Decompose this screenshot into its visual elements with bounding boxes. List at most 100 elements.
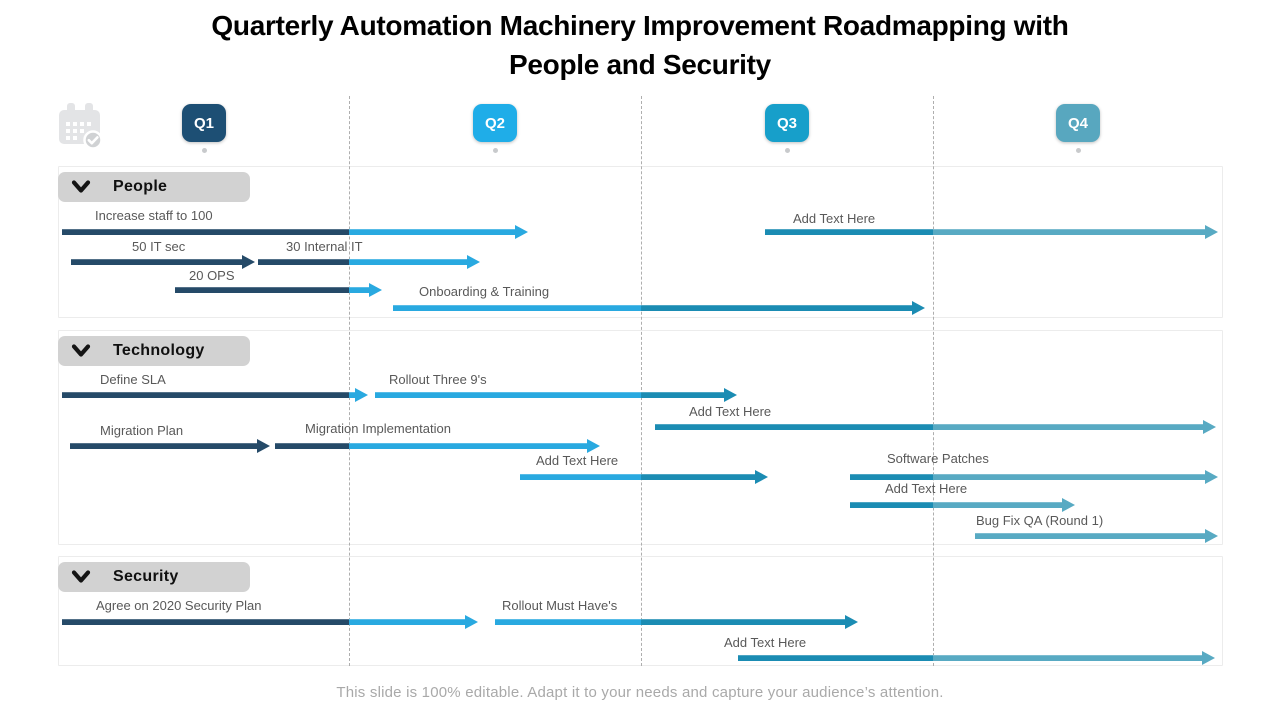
task-arrow [375,388,737,402]
task-arrow [62,388,368,402]
task-label: Agree on 2020 Security Plan [96,598,262,613]
quarter-tick-dot [202,148,207,153]
section-header-security[interactable]: Security [58,562,250,592]
task-arrow [70,439,270,453]
section-title: Technology [113,342,205,359]
arrow-segment [933,502,1063,508]
arrowhead-icon [587,439,600,453]
arrow-segment [641,474,756,480]
arrow-segment [933,424,1204,430]
arrow-segment [349,259,468,265]
arrowhead-icon [1202,651,1215,665]
arrowhead-icon [257,439,270,453]
arrowhead-icon [724,388,737,402]
arrow-segment [62,229,349,235]
arrow-segment [62,619,349,625]
arrow-segment [975,533,1206,539]
arrow-segment [275,443,349,449]
task-arrow [850,498,1075,512]
arrow-segment [933,655,1203,661]
task-label: Define SLA [100,372,166,387]
quarter-badge-q4: Q4 [1056,104,1100,142]
quarter-tick-dot [493,148,498,153]
task-arrow [975,529,1218,543]
page-title-line1: Quarterly Automation Machinery Improveme… [211,10,1069,41]
quarter-badge-q2: Q2 [473,104,517,142]
quarter-gridline [641,96,642,666]
arrow-segment [393,305,641,311]
task-arrow [850,470,1218,484]
task-label: Migration Implementation [305,421,451,436]
arrowhead-icon [1062,498,1075,512]
arrowhead-icon [1205,225,1218,239]
quarter-gridline [933,96,934,666]
task-label: Migration Plan [100,423,184,438]
arrow-segment [175,287,349,293]
section-title: People [113,178,168,195]
section-header-people[interactable]: People [58,172,250,202]
arrow-segment [349,619,466,625]
quarter-tick-dot [1076,148,1081,153]
task-arrow [258,255,480,269]
task-label: 50 IT sec [132,239,186,254]
task-label: Add Text Here [793,211,876,226]
arrowhead-icon [845,615,858,629]
task-arrow [175,283,382,297]
quarter-badge-q1: Q1 [182,104,226,142]
arrowhead-icon [355,388,368,402]
task-arrow [520,470,768,484]
arrow-segment [933,229,1206,235]
arrowhead-icon [1203,420,1216,434]
arrow-segment [641,392,725,398]
section-header-technology[interactable]: Technology [58,336,250,366]
section-security [58,556,1223,666]
arrow-segment [70,443,258,449]
section-people [58,166,1223,318]
arrowhead-icon [755,470,768,484]
task-label: Rollout Three 9's [389,372,487,387]
quarter-gridline [349,96,350,666]
task-arrow [71,255,255,269]
arrowhead-icon [912,301,925,315]
arrowhead-icon [369,283,382,297]
chevron-down-icon [71,570,91,583]
arrow-segment [520,474,641,480]
arrow-segment [375,392,641,398]
section-technology [58,330,1223,545]
task-label: Add Text Here [536,453,619,468]
arrow-segment [641,619,846,625]
chevron-down-icon [71,344,91,357]
task-arrow [495,615,858,629]
arrow-segment [850,474,933,480]
quarter-tick-dot [785,148,790,153]
chevron-down-icon [71,180,91,193]
arrow-segment [349,443,588,449]
arrow-segment [349,287,370,293]
arrow-segment [738,655,933,661]
task-arrow [738,651,1215,665]
quarter-badge-q3: Q3 [765,104,809,142]
arrow-segment [933,474,1206,480]
calendar-check-icon [59,103,103,150]
arrow-segment [349,229,516,235]
task-arrow [765,225,1218,239]
task-arrow [62,225,528,239]
section-title: Security [113,568,179,585]
arrowhead-icon [1205,529,1218,543]
arrow-segment [495,619,641,625]
arrow-segment [765,229,933,235]
footer-note: This slide is 100% editable. Adapt it to… [336,684,944,701]
arrow-segment [258,259,349,265]
task-label: 20 OPS [189,268,235,283]
task-arrow [393,301,925,315]
task-label: Add Text Here [724,635,807,650]
arrowhead-icon [467,255,480,269]
arrowhead-icon [242,255,255,269]
page-title-line2: People and Security [509,49,771,80]
task-arrow [655,420,1216,434]
arrow-segment [850,502,933,508]
task-arrow [62,615,478,629]
arrowhead-icon [465,615,478,629]
arrow-segment [349,392,356,398]
